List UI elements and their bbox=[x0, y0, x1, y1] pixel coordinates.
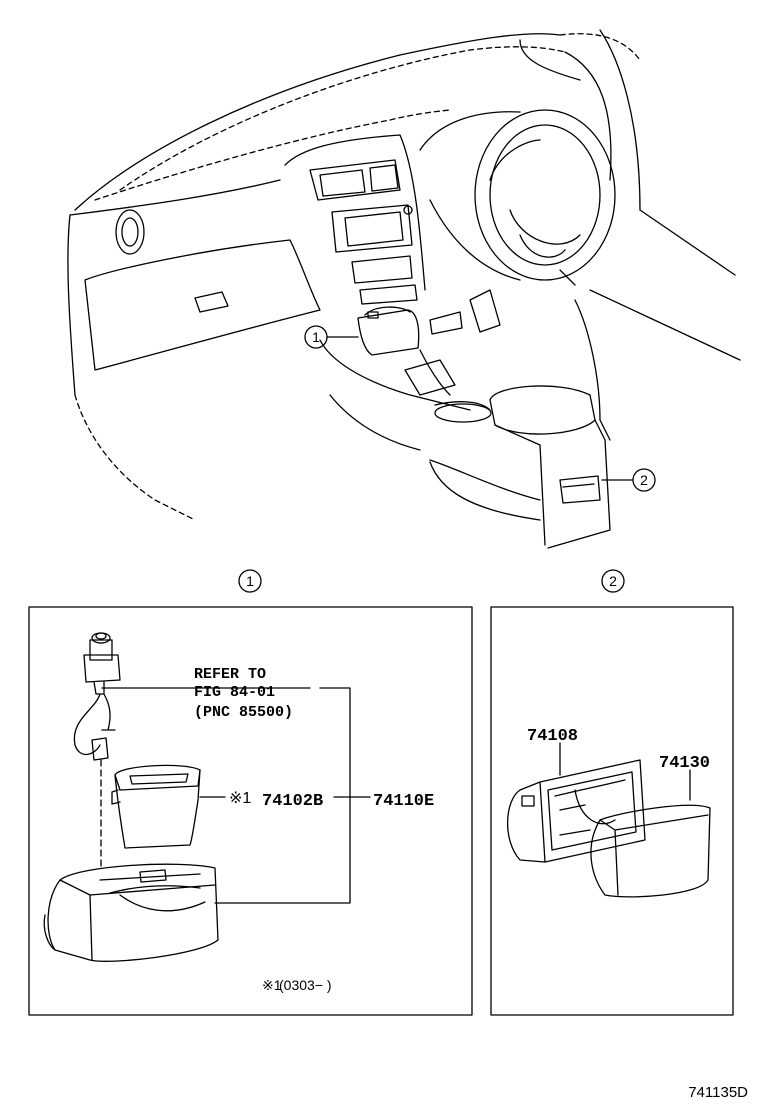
footnote-text: (0303− ) bbox=[279, 977, 332, 993]
part-74108-number: 74108 bbox=[527, 727, 578, 746]
part-74130-number: 74130 bbox=[659, 754, 710, 773]
footnote-mark: ※1 bbox=[262, 977, 282, 993]
panel-1-leader-lines bbox=[101, 687, 371, 904]
svg-text:1: 1 bbox=[246, 573, 254, 589]
overview-callout-2-label: 2 bbox=[640, 472, 648, 488]
figure-id: 741135D bbox=[688, 1084, 748, 1101]
refer-line-2: FIG 84-01 bbox=[194, 684, 275, 701]
panel-2-header: 2 bbox=[601, 569, 625, 593]
dashboard-overview-illustration bbox=[67, 29, 741, 549]
panel-1-header: 1 bbox=[238, 569, 262, 593]
part-74102b-number: 74102B bbox=[262, 792, 323, 811]
part-74110e-number: 74110E bbox=[373, 792, 434, 811]
part-74102b-mark: ※1 bbox=[229, 790, 251, 807]
ashtray-housing-74110E bbox=[43, 863, 219, 962]
overview-callout-1: 1 bbox=[304, 325, 328, 349]
panel-2-frame bbox=[490, 606, 734, 1016]
rear-ashtray-74130 bbox=[590, 804, 711, 898]
overview-callout-2: 2 bbox=[632, 468, 656, 492]
overview-callout-1-label: 1 bbox=[312, 329, 320, 345]
refer-line-3: (PNC 85500) bbox=[194, 704, 293, 721]
refer-line-1: REFER TO bbox=[194, 666, 266, 683]
ashtray-insert-74102B bbox=[111, 764, 201, 849]
svg-text:2: 2 bbox=[609, 573, 617, 589]
ashtray-illumination-switch bbox=[73, 632, 121, 871]
panel-1-frame bbox=[28, 606, 473, 1016]
rear-ashtray-bezel-74108 bbox=[506, 759, 646, 863]
panel-2-leader-lines bbox=[559, 742, 691, 801]
